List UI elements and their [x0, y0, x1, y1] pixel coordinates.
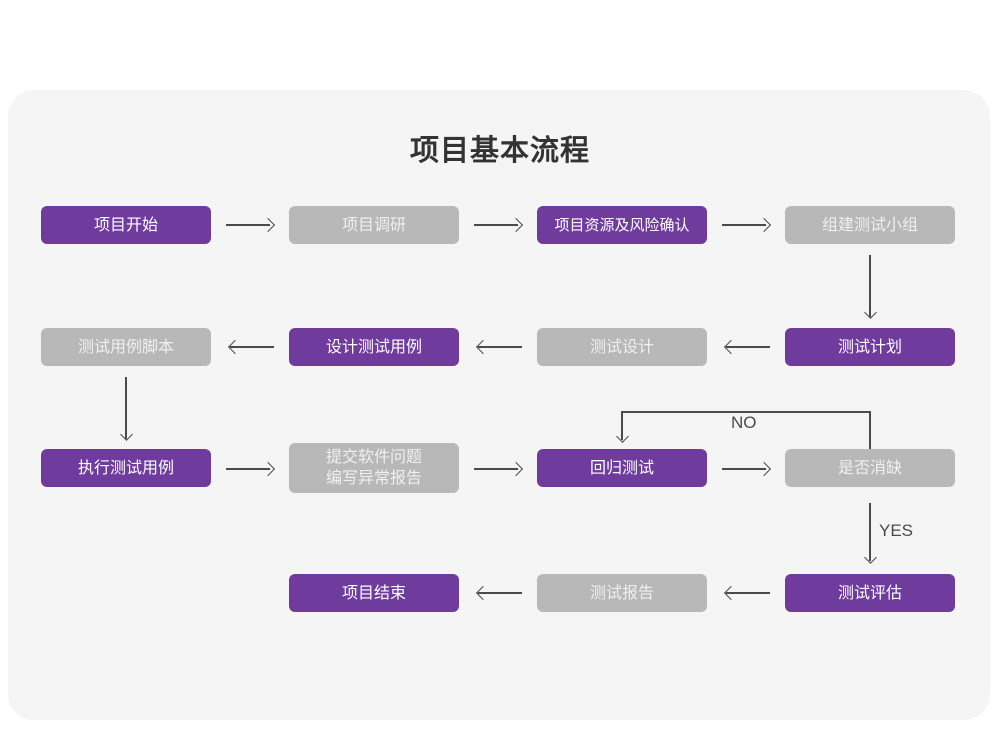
arrow-team-to-plan-line [869, 255, 871, 317]
arrow-design-to-case-line [478, 346, 522, 348]
node-project-research[interactable]: 项目调研 [289, 206, 459, 244]
node-project-end[interactable]: 项目结束 [289, 574, 459, 612]
arrow-research-to-risk-line [474, 224, 518, 226]
arrow-report-to-end-line [478, 592, 522, 594]
arrow-risk-to-team-line [722, 224, 766, 226]
node-test-evaluation[interactable]: 测试评估 [785, 574, 955, 612]
node-test-report[interactable]: 测试报告 [537, 574, 707, 612]
node-test-case-script[interactable]: 测试用例脚本 [41, 328, 211, 366]
node-execute-test-case[interactable]: 执行测试用例 [41, 449, 211, 487]
page-title: 项目基本流程 [409, 135, 590, 167]
arrow-start-to-research-line [226, 224, 270, 226]
node-project-start[interactable]: 项目开始 [41, 206, 211, 244]
node-test-plan[interactable]: 测试计划 [785, 328, 955, 366]
no-loop-left-segment [621, 411, 623, 440]
node-submit-defect-report[interactable]: 提交软件问题 编写异常报告 [289, 443, 459, 493]
arrow-case-to-script-line [230, 346, 274, 348]
node-defect-resolved[interactable]: 是否消缺 [785, 449, 955, 487]
arrow-regression-to-check-line [722, 468, 766, 470]
flowchart-card [8, 90, 990, 720]
yes-arrow-line [869, 503, 871, 561]
node-build-test-team[interactable]: 组建测试小组 [785, 206, 955, 244]
edge-label-yes: YES [879, 521, 914, 540]
node-resource-risk-confirm[interactable]: 项目资源及风险确认 [537, 206, 707, 244]
arrow-evaluation-to-report-line [726, 592, 770, 594]
no-loop-right-segment [869, 411, 871, 449]
arrow-execute-to-submit-line [226, 468, 270, 470]
node-regression-test[interactable]: 回归测试 [537, 449, 707, 487]
arrow-plan-to-design-line [726, 346, 770, 348]
arrow-submit-to-regression-line [474, 468, 518, 470]
arrow-script-to-execute-line [125, 377, 127, 439]
no-loop-top-segment [621, 411, 870, 413]
node-design-test-case[interactable]: 设计测试用例 [289, 328, 459, 366]
edge-label-no: NO [731, 413, 757, 432]
node-test-design[interactable]: 测试设计 [537, 328, 707, 366]
